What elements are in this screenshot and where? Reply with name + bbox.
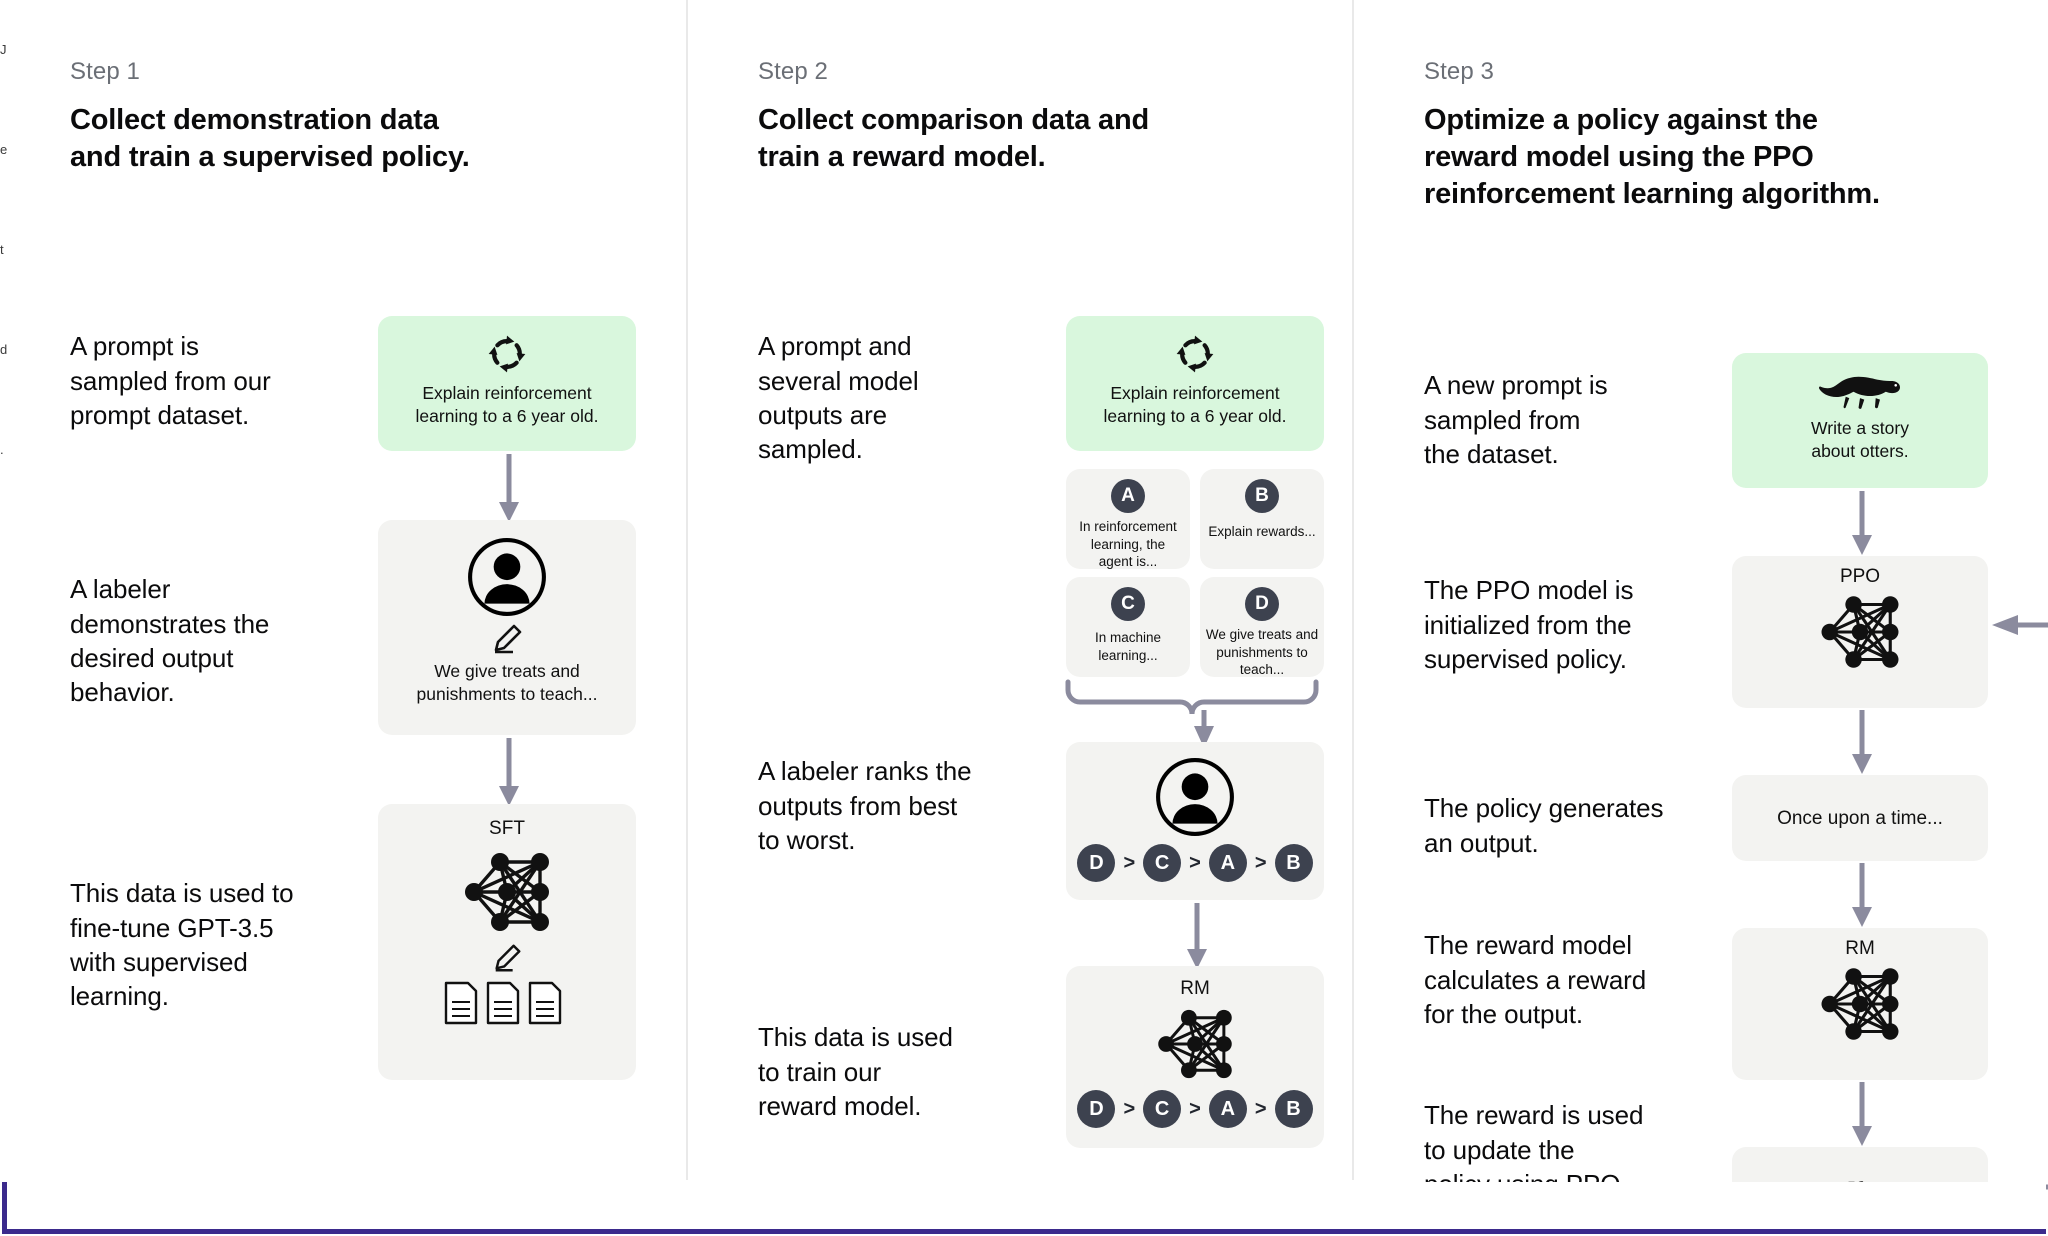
step-3-description-1: A new prompt is sampled from the dataset… xyxy=(1424,370,1608,469)
circular-arrows-icon xyxy=(378,316,636,376)
output-text-a: In reinforcement learning, the agent is.… xyxy=(1079,519,1177,570)
step-1-description-2: A labeler demonstrates the desired outpu… xyxy=(70,574,270,708)
badge-c: C xyxy=(1111,587,1145,622)
person-icon xyxy=(1066,742,1324,838)
step-1-prompt-card[interactable]: Explain reinforcement learning to a 6 ye… xyxy=(378,316,636,452)
step-2-prompt-text: Explain reinforcement learning to a 6 ye… xyxy=(1103,383,1287,427)
arrow-labeler-to-sft xyxy=(499,738,519,807)
step-1-description-1: A prompt is sampled from our prompt data… xyxy=(70,331,271,430)
rm-label: RM xyxy=(1845,938,1875,960)
rank-badge-3: A xyxy=(1208,1090,1247,1129)
ranking-row: D > C > A > B xyxy=(1066,1090,1324,1129)
arrow-prompt-to-ppo xyxy=(1852,491,1872,556)
step-3-output-card[interactable]: Once upon a time... xyxy=(1732,775,1988,862)
rank-badge-4: B xyxy=(1274,844,1313,883)
rank-badge-2: C xyxy=(1143,1090,1182,1129)
arrow-output-to-rm xyxy=(1852,863,1872,928)
pencil-icon xyxy=(378,942,636,974)
rank-badge-1: D xyxy=(1077,1090,1116,1129)
rank-badge-1: D xyxy=(1077,844,1116,883)
step-3-column: Step 3 Optimize a policy against the rew… xyxy=(1352,0,2048,1234)
output-text-c: In machine learning... xyxy=(1094,630,1162,663)
rank-badge-3: A xyxy=(1208,844,1247,883)
neural-network-icon xyxy=(378,844,636,940)
neural-network-icon xyxy=(1732,960,1988,1048)
ranking-row: D > C > A > B xyxy=(1066,844,1324,883)
badge-d: D xyxy=(1245,587,1279,622)
step-2-ranking-card[interactable]: D > C > A > B xyxy=(1066,742,1324,901)
step-3-ppo-card[interactable]: PPO xyxy=(1732,556,1988,709)
step-2-description-2: A labeler ranks the outputs from best to… xyxy=(758,756,972,855)
sft-label: SFT xyxy=(489,818,525,840)
badge-a: A xyxy=(1111,479,1145,514)
step-3-description-3: The policy generates an output. xyxy=(1424,793,1664,858)
step-3-description-2: The PPO model is initialized from the su… xyxy=(1424,575,1634,674)
rm-label: RM xyxy=(1180,978,1210,1000)
badge-b: B xyxy=(1245,479,1279,514)
arrow-rm-to-reward xyxy=(1852,1082,1872,1147)
step-1-description-3: This data is used to fine-tune GPT-3.5 w… xyxy=(70,878,294,1012)
step-1-labeler-text: We give treats and punishments to teach.… xyxy=(416,661,598,705)
step-1-column: Step 1 Collect demonstration data and tr… xyxy=(0,0,686,1180)
rank-separator: > xyxy=(1189,1097,1201,1120)
neural-network-icon xyxy=(1066,1002,1324,1086)
step-2-title: Collect comparison data and train a rewa… xyxy=(758,104,1150,174)
page-border xyxy=(2,1182,2046,1234)
output-card-a[interactable]: A In reinforcement learning, the agent i… xyxy=(1066,469,1190,569)
brace-connector-icon xyxy=(1065,679,1319,749)
output-card-b[interactable]: B Explain rewards... xyxy=(1200,469,1324,570)
step-2-prompt-card[interactable]: Explain reinforcement learning to a 6 ye… xyxy=(1066,316,1324,452)
arrow-prompt-to-labeler xyxy=(499,454,519,523)
documents-icon xyxy=(378,980,636,1026)
step-1-title: Collect demonstration data and train a s… xyxy=(70,104,470,174)
rank-separator: > xyxy=(1123,851,1136,874)
rank-separator: > xyxy=(1254,1097,1267,1120)
output-text-d: We give treats and punishments to teach.… xyxy=(1205,627,1319,678)
output-card-c[interactable]: C In machine learning... xyxy=(1066,577,1190,678)
step-3-title: Optimize a policy against the reward mod… xyxy=(1424,104,1880,211)
step-3-prompt-text: Write a story about otters. xyxy=(1811,418,1909,462)
step-1-labeler-card[interactable]: We give treats and punishments to teach.… xyxy=(378,520,636,736)
arrow-ranking-to-rm xyxy=(1187,903,1207,970)
rank-badge-2: C xyxy=(1143,844,1182,883)
circular-arrows-icon xyxy=(1066,316,1324,376)
arrow-ppo-to-output xyxy=(1852,710,1872,775)
neural-network-icon xyxy=(1732,588,1988,676)
step-3-prompt-card[interactable]: Write a story about otters. xyxy=(1732,353,1988,489)
rank-separator: > xyxy=(1254,851,1267,874)
step-2-description-1: A prompt and several model outputs are s… xyxy=(758,331,919,465)
pencil-icon xyxy=(378,622,636,656)
step-1-sft-card[interactable]: SFT xyxy=(378,804,636,1081)
rank-separator: > xyxy=(1189,851,1201,874)
otter-icon xyxy=(1732,353,1988,411)
step-3-description-4: The reward model calculates a reward for… xyxy=(1424,930,1647,1029)
ppo-label: PPO xyxy=(1839,566,1881,588)
step-3-output-text: Once upon a time... xyxy=(1777,807,1943,829)
feedback-loop-arrow xyxy=(1992,615,2048,1190)
rank-separator: > xyxy=(1123,1097,1136,1120)
step-2-label: Step 2 xyxy=(758,58,828,85)
step-1-label: Step 1 xyxy=(70,58,140,85)
step-3-rm-card[interactable]: RM xyxy=(1732,928,1988,1081)
step-2-description-3: This data is used to train our reward mo… xyxy=(758,1022,953,1121)
output-card-d[interactable]: D We give treats and punishments to teac… xyxy=(1200,577,1324,677)
step-2-column: Step 2 Collect comparison data and train… xyxy=(686,0,1352,1180)
person-icon xyxy=(378,520,636,618)
rank-badge-4: B xyxy=(1274,1090,1313,1129)
step-3-label: Step 3 xyxy=(1424,58,1494,85)
step-1-prompt-text: Explain reinforcement learning to a 6 ye… xyxy=(415,383,599,427)
step-2-rm-card[interactable]: RM xyxy=(1066,966,1324,1149)
output-text-b: Explain rewards... xyxy=(1208,524,1316,540)
